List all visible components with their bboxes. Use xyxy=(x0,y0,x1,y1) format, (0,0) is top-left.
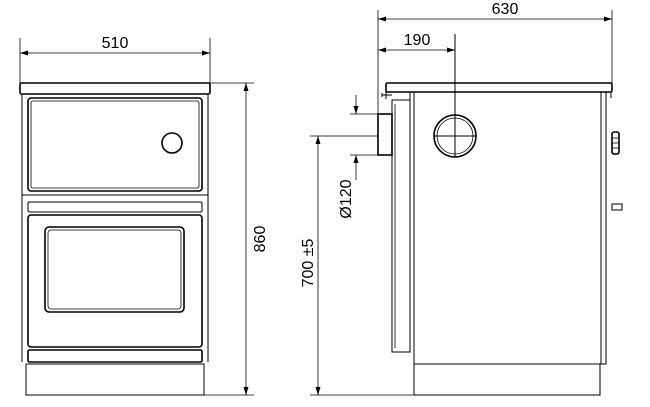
firebox-door-inner xyxy=(30,100,200,189)
oven-handle xyxy=(27,201,203,213)
flue-offset-dimension xyxy=(378,47,455,53)
oven-door xyxy=(27,214,203,348)
oven-window-inner xyxy=(47,229,182,310)
side-handle-icon xyxy=(611,203,623,211)
flue-offset-label: 190 xyxy=(404,32,431,49)
flue-diameter-dimension xyxy=(350,95,378,180)
front-width-label: 510 xyxy=(102,35,129,52)
front-width-dimension xyxy=(19,38,211,83)
oven-window xyxy=(44,226,185,313)
side-view xyxy=(377,34,623,396)
front-top-plate xyxy=(19,82,211,95)
bottom-drawer xyxy=(27,349,203,363)
front-view xyxy=(19,82,211,396)
side-top-plate xyxy=(385,82,613,93)
side-body xyxy=(413,91,607,365)
firebox-door xyxy=(27,97,203,192)
front-plinth xyxy=(25,363,205,396)
side-plinth xyxy=(413,363,601,396)
side-back-panel xyxy=(391,99,411,353)
front-height-dimension xyxy=(204,82,254,396)
side-depth-dimension xyxy=(377,10,613,114)
flue-diameter-label: Ø120 xyxy=(338,179,355,218)
side-depth-label: 630 xyxy=(492,1,519,18)
flue-height-label: 700 ±5 xyxy=(300,238,317,287)
flue-height-dimension xyxy=(310,135,414,396)
front-height-label: 860 xyxy=(252,226,269,253)
door-knob-icon xyxy=(161,132,183,154)
flue-pipe xyxy=(377,113,393,156)
